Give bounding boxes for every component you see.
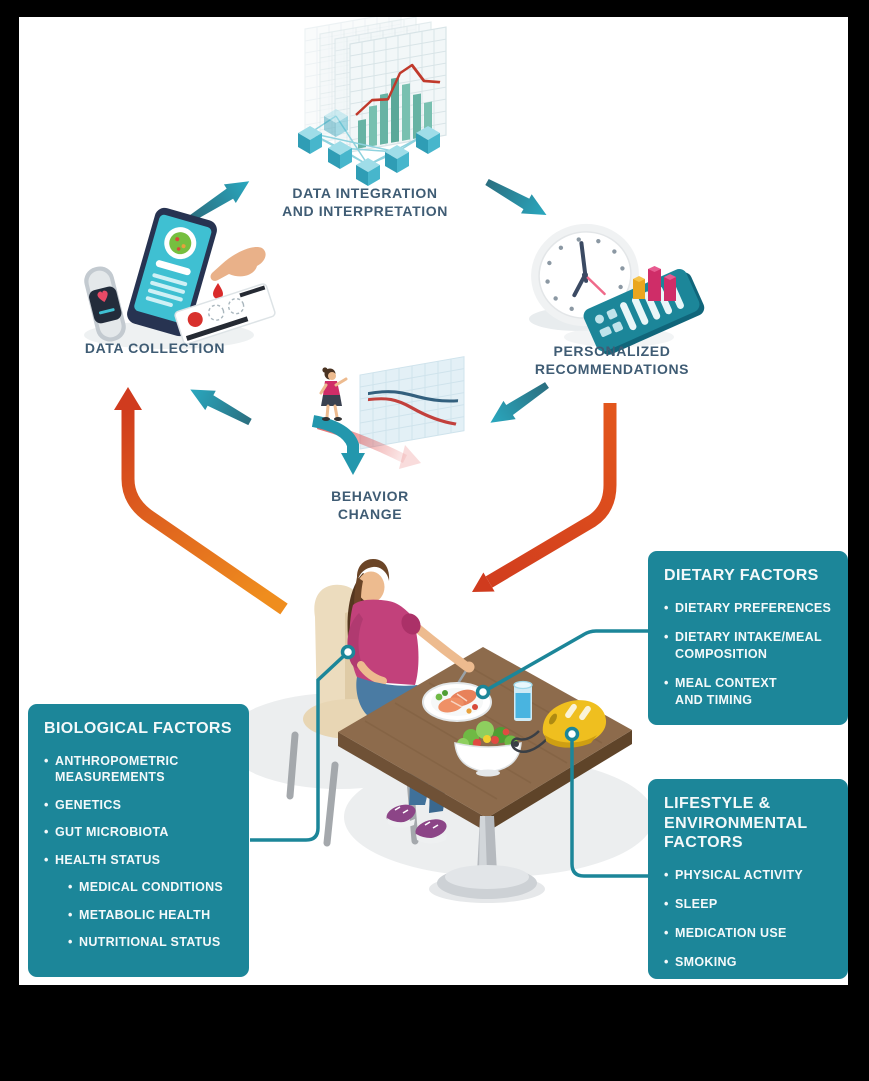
infographic-canvas: DATA INTEGRATION AND INTERPRETATION PERS…	[19, 17, 848, 985]
pointing-finger-icon	[210, 247, 266, 281]
connector-dietary	[482, 629, 648, 694]
cycle-arrow-recommendations-to-behavior	[484, 375, 554, 432]
data-integration-illustration	[298, 17, 447, 186]
bullet-icon: •	[44, 797, 49, 812]
down-arrow-icon	[311, 415, 365, 475]
bullet-icon: •	[664, 867, 669, 882]
data-collection-illustration	[84, 207, 276, 349]
smartwatch-icon	[84, 266, 126, 342]
lifestyle-environmental-factors-box: LIFESTYLE & ENVIRONMENTAL FACTORS • PHYS…	[648, 779, 848, 979]
bar-chart-3d-icon	[633, 266, 676, 301]
list-item: • ANTHROPOMETRIC MEASUREMENTS	[44, 753, 179, 785]
bullet-icon: •	[68, 935, 73, 950]
sneakers	[386, 804, 447, 844]
water-glass	[513, 680, 533, 721]
dietary-factors-title: DIETARY FACTORS	[664, 567, 819, 584]
personalized-recommendations-label: PERSONALIZED RECOMMENDATIONS	[534, 343, 690, 378]
data-integration-label: DATA INTEGRATION AND INTERPRETATION	[282, 185, 448, 220]
bullet-icon: •	[664, 954, 669, 969]
connector-dots	[340, 644, 580, 742]
list-item: • GUT MICROBIOTA	[44, 825, 169, 840]
declining-chart-icon	[359, 356, 465, 450]
feedback-arrow-recommendations-to-person	[472, 403, 617, 592]
list-item: • GENETICS	[44, 797, 122, 812]
bullet-icon: •	[664, 925, 669, 940]
list-item: • DIETARY INTAKE/MEAL COMPOSITION	[664, 630, 822, 661]
bullet-icon: •	[664, 630, 669, 645]
smartphone-icon	[127, 207, 217, 337]
dietary-factors-box: DIETARY FACTORS • DIETARY PREFERENCES • …	[648, 551, 848, 725]
list-item: • SMOKING	[664, 954, 737, 969]
blood-drop-icon	[213, 283, 223, 299]
list-item: • PHYSICAL ACTIVITY	[664, 867, 804, 882]
list-subitem: • METABOLIC HEALTH	[68, 907, 211, 922]
connector-biological	[250, 650, 350, 842]
salmon-plate	[422, 682, 492, 722]
callout-connectors	[250, 629, 648, 878]
lifestyle-factors-title: LIFESTYLE & ENVIRONMENTAL FACTORS	[664, 795, 808, 852]
behavior-change-label: BEHAVIOR CHANGE	[331, 488, 409, 523]
cycle-arrow-behavior-to-collection	[185, 379, 256, 432]
bullet-icon: •	[664, 676, 669, 691]
bullet-icon: •	[68, 907, 73, 922]
list-subitem: • NUTRITIONAL STATUS	[68, 935, 221, 950]
diagram-artwork	[84, 17, 705, 903]
walking-figure-icon	[319, 367, 348, 421]
bullet-icon: •	[44, 825, 49, 840]
woman-at-table-illustration	[224, 559, 654, 903]
biological-factors-box: BIOLOGICAL FACTORS • ANTHROPOMETRIC MEAS…	[28, 704, 249, 977]
list-item: • HEALTH STATUS	[44, 852, 161, 867]
bullet-icon: •	[664, 896, 669, 911]
test-strip-icon	[174, 283, 276, 345]
feedback-arrow-person-to-collection	[114, 387, 288, 615]
list-subitem: • MEDICAL CONDITIONS	[68, 880, 224, 895]
cycle-arrow-integration-to-recommendations	[481, 172, 552, 225]
list-item: • DIETARY PREFERENCES	[664, 600, 832, 615]
connector-lifestyle	[570, 734, 648, 878]
list-item: • SLEEP	[664, 896, 718, 911]
biological-factors-title: BIOLOGICAL FACTORS	[44, 720, 232, 737]
salad-bowl	[454, 721, 522, 777]
bullet-icon: •	[664, 600, 669, 615]
bullet-icon: •	[44, 753, 49, 768]
bullet-icon: •	[44, 852, 49, 867]
behavior-change-illustration	[311, 356, 465, 475]
list-item: • MEDICATION USE	[664, 925, 787, 940]
bullet-icon: •	[68, 880, 73, 895]
data-collection-label: DATA COLLECTION	[84, 340, 226, 356]
list-item: • MEAL CONTEXT AND TIMING	[664, 676, 777, 707]
personalized-recommendations-illustration	[529, 223, 705, 355]
bike-helmet-icon	[510, 700, 607, 753]
